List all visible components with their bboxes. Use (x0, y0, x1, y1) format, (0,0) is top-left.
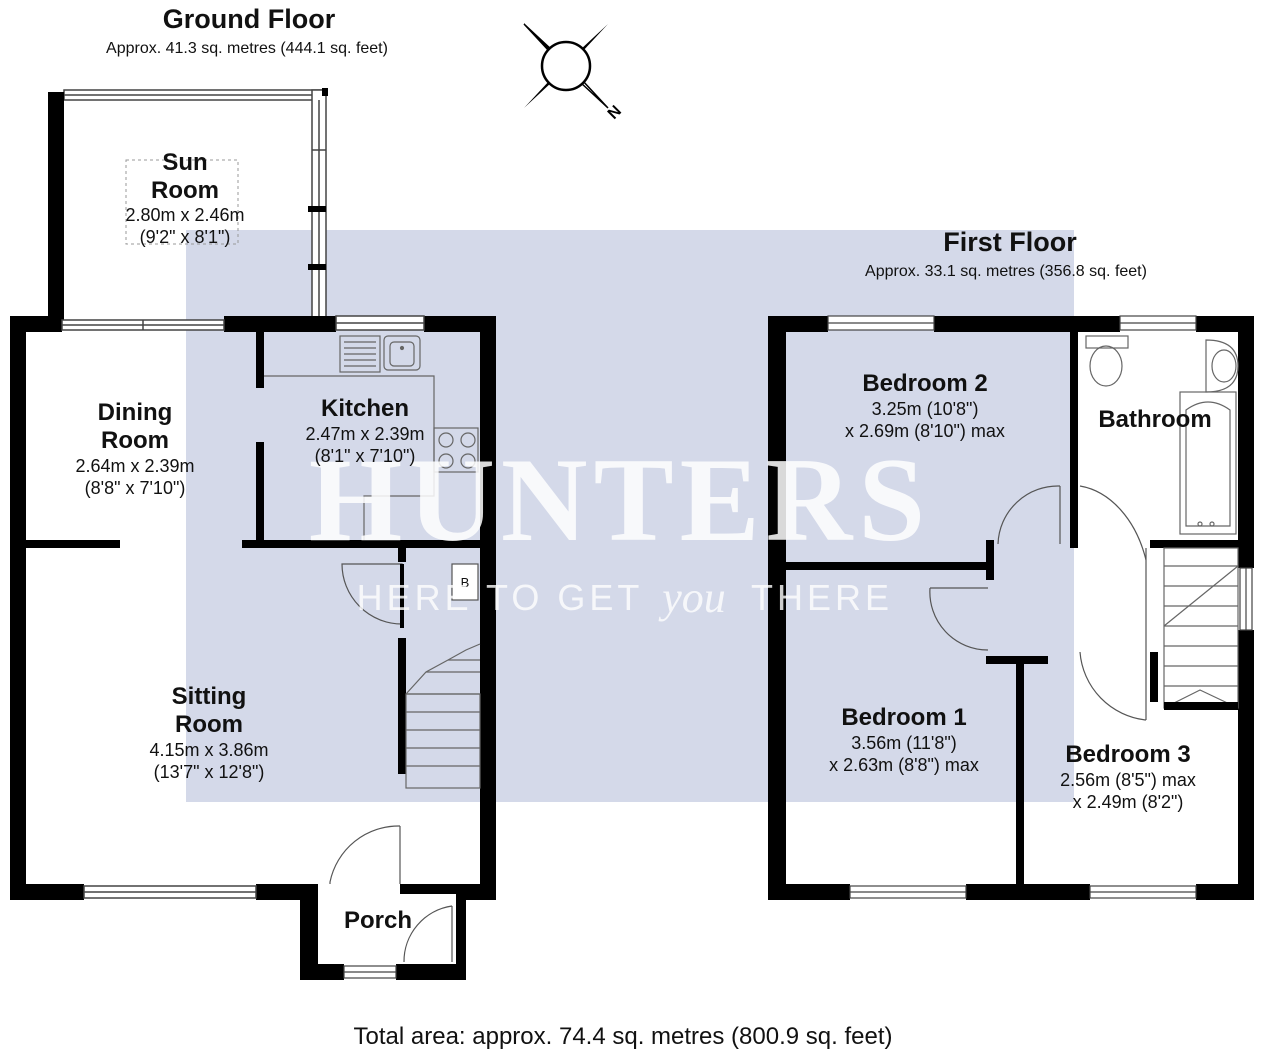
porch-front-door (403, 905, 453, 963)
sitting-room-name-2: Room (175, 711, 243, 738)
watermark-tagline-you: you (658, 573, 726, 622)
dining-room-dim-m: 2.64m x 2.39m (75, 456, 194, 476)
compass-rose-icon: N (523, 23, 625, 123)
bedroom1-name: Bedroom 1 (841, 704, 966, 731)
ground-east-wall (480, 316, 496, 900)
sun-room-west-wall (48, 92, 64, 324)
watermark: HUNTERS HERE TO GET you THERE (309, 433, 931, 622)
dining-sitting-divider (26, 540, 120, 548)
compass-north-label: N (605, 103, 625, 123)
sitting-room-window (83, 885, 257, 899)
sun-room-rug (125, 159, 239, 245)
bedroom1-dim-1: 3.56m (11'8") (851, 733, 957, 753)
kitchen-name: Kitchen (321, 395, 409, 422)
patio-door (61, 319, 225, 331)
watermark-tagline-b: THERE (751, 577, 893, 618)
first-south-wall (768, 884, 850, 900)
bedroom2-dim-1: 3.25m (10'8") (872, 399, 979, 419)
bathroom-name: Bathroom (1098, 406, 1211, 433)
ground-west-wall (10, 316, 26, 900)
sun-room-name-2: Room (151, 177, 219, 204)
porch (300, 825, 466, 980)
watermark-tagline-a: HERE TO GET (357, 577, 644, 618)
kitchen-west-wall-top (256, 332, 264, 388)
dining-room-name-1: Dining (98, 399, 173, 426)
porch-name: Porch (344, 907, 412, 934)
bedroom3-dim-1: 2.56m (8'5") max (1060, 770, 1196, 790)
watermark-brand: HUNTERS (309, 433, 931, 566)
dining-room-dim-ft: (8'8" x 7'10") (85, 478, 186, 498)
first-floor-area: Approx. 33.1 sq. metres (356.8 sq. feet) (865, 263, 1147, 280)
bedroom1-bedroom3-wall (1016, 656, 1024, 884)
kitchen-south-wall (242, 540, 480, 548)
ground-floor-area: Approx. 41.3 sq. metres (444.1 sq. feet) (106, 40, 388, 57)
ground-south-wall-left (10, 884, 84, 900)
porch-inner-door (329, 825, 401, 884)
first-west-wall (768, 316, 786, 900)
door-swing (341, 563, 403, 625)
sitting-room-dim-ft: (13'7" x 12'8") (154, 762, 265, 782)
staircase (405, 643, 481, 789)
bedroom3-dim-2: x 2.49m (8'2") (1073, 792, 1184, 812)
first-floor-windows (827, 315, 1253, 899)
bedroom2-name: Bedroom 2 (862, 370, 987, 397)
bedroom2-east-wall (1070, 332, 1078, 548)
first-floor-staircase (1163, 547, 1239, 709)
kitchen-units (264, 335, 479, 540)
hob-burner (438, 432, 454, 448)
sun-room-dim-ft: (9'2" x 8'1") (140, 227, 231, 247)
first-north-wall (768, 316, 828, 332)
bedroom1-dim-2: x 2.63m (8'8") max (829, 755, 979, 775)
sun-room-dim-m: 2.80m x 2.46m (125, 205, 244, 225)
kitchen-dim-ft: (8'1" x 7'10") (315, 446, 416, 466)
bedroom3-name: Bedroom 3 (1065, 741, 1190, 768)
ground-floor-title: Ground Floor (163, 4, 336, 34)
bedroom2-dim-2: x 2.69m (8'10") max (845, 421, 1005, 441)
first-floor-title: First Floor (943, 227, 1077, 257)
kitchen-window (335, 315, 425, 331)
first-floor-doors (929, 485, 1147, 721)
first-east-wall (1238, 316, 1254, 568)
ground-floor: B (10, 88, 496, 980)
ground-north-wall-left (10, 316, 62, 332)
boiler-cupboard (451, 563, 479, 601)
total-area: Total area: approx. 74.4 sq. metres (800… (354, 1023, 893, 1050)
first-floor (768, 315, 1254, 900)
sitting-room-dim-m: 4.15m x 3.86m (149, 740, 268, 760)
stair-wall (398, 548, 406, 562)
sun-room-name-1: Sun (162, 149, 207, 176)
bathroom-fixtures (1085, 335, 1239, 535)
kitchen-dim-m: 2.47m x 2.39m (305, 424, 424, 444)
boiler-label: B (461, 575, 470, 590)
sitting-room-name-1: Sitting (172, 683, 247, 710)
dining-room-name-2: Room (101, 427, 169, 454)
